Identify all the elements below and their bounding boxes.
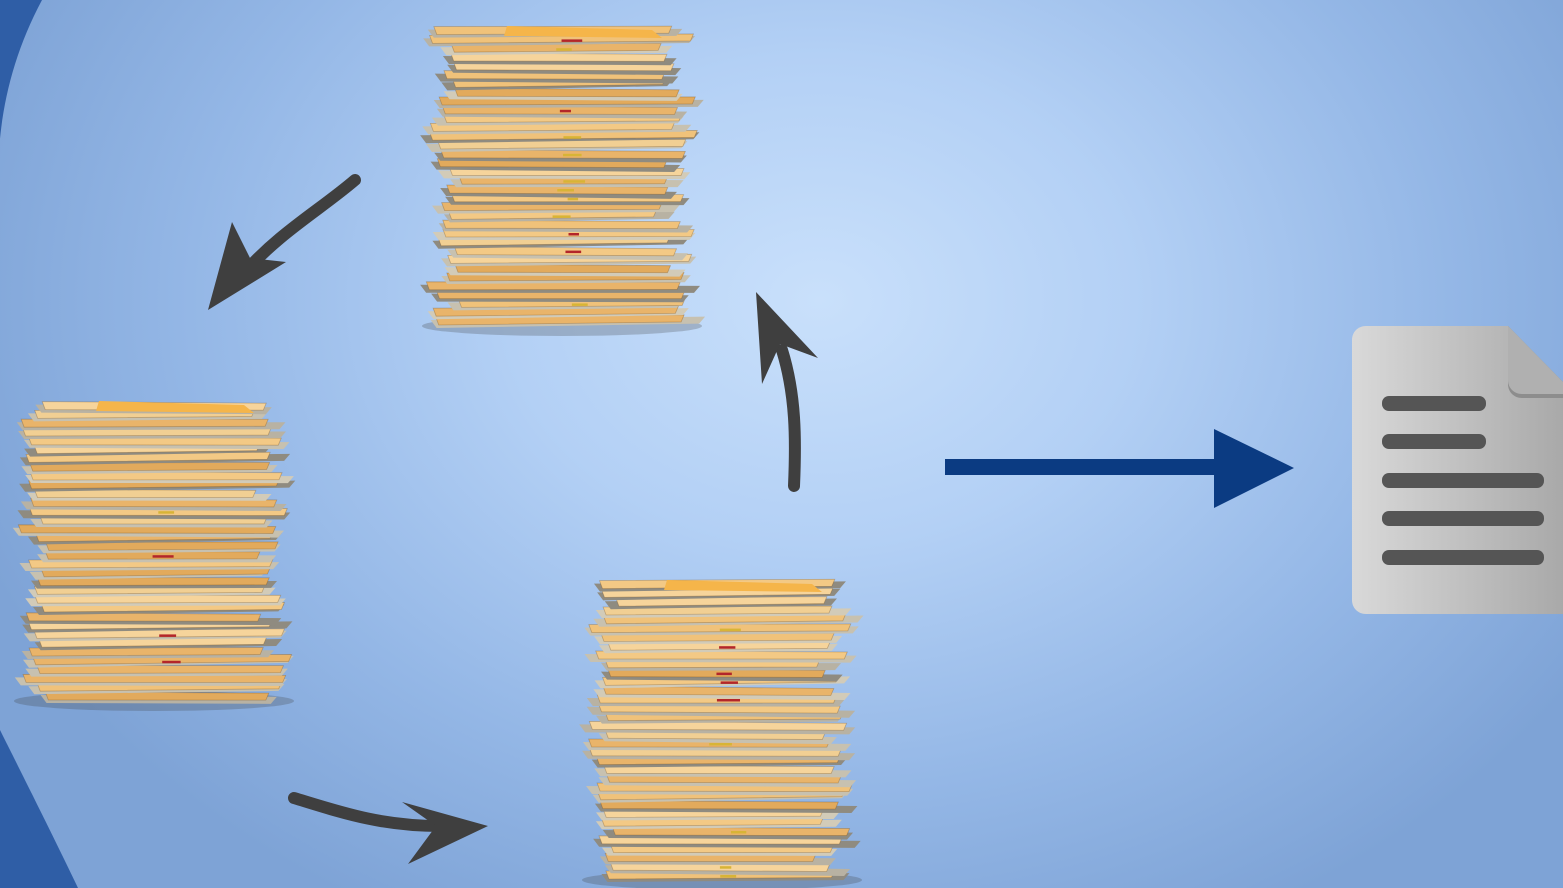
output-arrow xyxy=(945,429,1294,508)
cycle-arrow-bottom-to-top xyxy=(756,292,818,486)
cycle-arrow-top-to-left xyxy=(208,180,355,310)
cycle-arrow-left-to-bottom xyxy=(294,798,488,864)
document-icon xyxy=(1350,322,1563,614)
